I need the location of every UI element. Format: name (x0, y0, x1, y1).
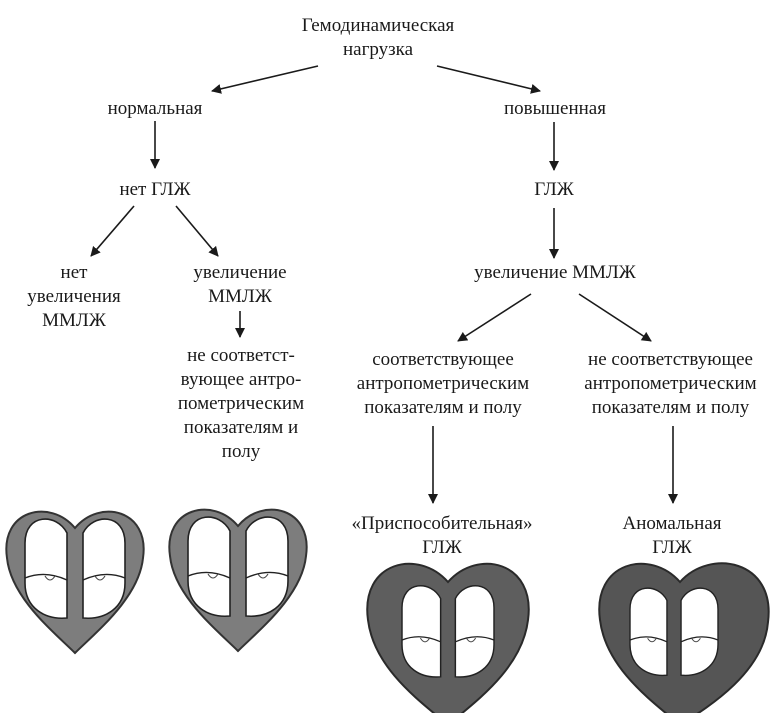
heart-normal-2 (169, 510, 306, 651)
heart-normal (6, 512, 143, 653)
heart-abnormal (599, 563, 768, 713)
heart-adaptive (367, 564, 528, 713)
